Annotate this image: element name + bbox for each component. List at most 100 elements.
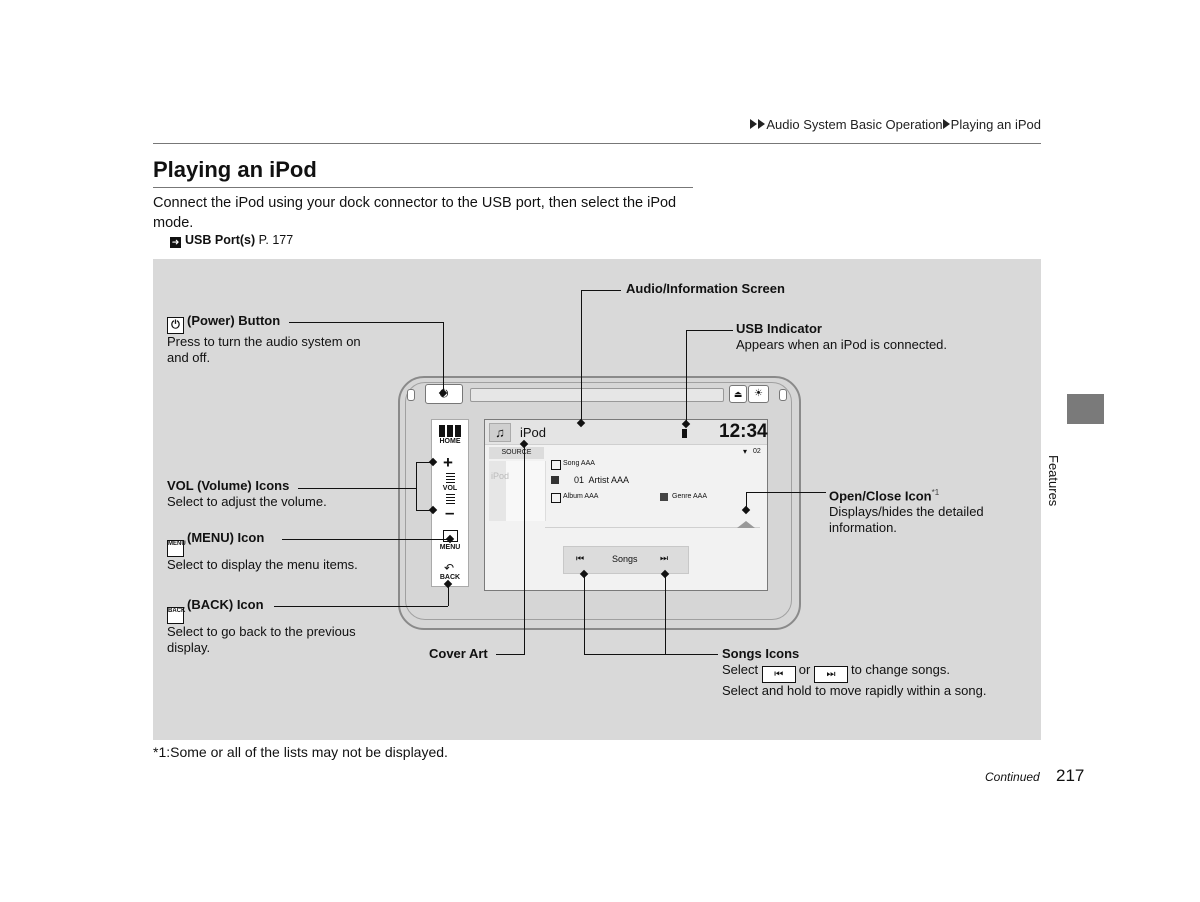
songs-desc-1a: Select (722, 662, 759, 677)
xref-label[interactable]: USB Port(s) (185, 233, 256, 247)
leader-line (282, 539, 450, 540)
next-song-icon[interactable]: ⏭ (660, 553, 669, 563)
music-note-icon: ♫ (489, 423, 511, 442)
song-icon (551, 460, 561, 470)
back-desc: Select to go back to the previous displa… (167, 624, 356, 655)
page-title: Playing an iPod (153, 157, 317, 182)
song-name: Song AAA (563, 460, 595, 467)
power-icon: ⏻ (167, 317, 184, 334)
eject-button[interactable]: ⏏ (729, 385, 747, 403)
screen-header: ♫ iPod 12:34 (485, 420, 768, 445)
side-panel: HOME + VOL – MENU ↶ BACK (431, 419, 469, 587)
vol-minus-icon[interactable]: – (445, 503, 455, 522)
left-screw-icon (407, 389, 415, 401)
breadcrumb-arrow-icon (758, 119, 766, 129)
leader-line (584, 574, 585, 655)
track-number: 02 (753, 448, 761, 455)
back-arrow-icon[interactable]: ↶ (444, 561, 455, 575)
back-box-icon: BACK (167, 607, 186, 624)
leader-line (289, 322, 443, 323)
continued-label: Continued (985, 770, 1040, 784)
breadcrumb-part1[interactable]: Audio System Basic Operation (766, 117, 943, 132)
open-close-sup: *1 (931, 488, 940, 497)
callout-cover-art: Cover Art (429, 646, 488, 662)
leader-line (443, 322, 444, 393)
leader-line (274, 606, 448, 607)
open-close-icon[interactable] (737, 521, 755, 528)
header-divider (153, 143, 1041, 144)
source-tab[interactable]: SOURCE (489, 447, 544, 459)
songs-title: Songs Icons (722, 646, 800, 661)
leader-line (496, 654, 525, 655)
leader-line (686, 330, 733, 331)
skip-back-icon: ⏮ (761, 666, 796, 683)
leader-line (448, 583, 449, 606)
genre-icon (660, 493, 668, 501)
breadcrumb-part2[interactable]: Playing an iPod (950, 117, 1041, 132)
breadcrumb-arrow-icon (942, 119, 950, 129)
skip-forward-icon: ⏭ (813, 666, 848, 683)
artist-icon (551, 476, 559, 484)
artist-line: 01 Artist AAA (574, 475, 630, 485)
vol-plus-icon[interactable]: + (443, 453, 453, 472)
songs-label: Songs (612, 554, 638, 564)
source-name: iPod (520, 425, 547, 440)
section-tab-label: Features (1046, 455, 1061, 507)
usb-desc: Appears when an iPod is connected. (736, 337, 948, 352)
vol-bars-icon (446, 473, 455, 483)
cover-art-label: iPod (491, 471, 510, 481)
leader-line (584, 654, 718, 655)
menu-desc: Select to display the menu items. (167, 557, 358, 572)
menu-label[interactable]: MENU (439, 544, 461, 551)
usb-title: USB Indicator (736, 321, 822, 336)
back-label[interactable]: BACK (439, 574, 461, 581)
genre-name: Genre AAA (672, 493, 708, 500)
callout-power: ⏻(Power) Button Press to turn the audio … (167, 313, 367, 366)
back-title: (BACK) Icon (187, 597, 264, 612)
menu-title: (MENU) Icon (187, 530, 265, 545)
back-icon-label: BACK (168, 608, 186, 614)
vol-desc: Select to adjust the volume. (167, 494, 327, 509)
songs-desc-1b: or (798, 662, 811, 677)
breadcrumb: Audio System Basic Operation Playing an i… (750, 117, 1041, 132)
home-label[interactable]: HOME (439, 438, 461, 445)
album-icon (551, 493, 561, 503)
footnote: *1:Some or all of the lists may not be d… (153, 744, 448, 760)
usb-indicator-icon (682, 429, 687, 438)
vol-title: VOL (Volume) Icons (167, 478, 290, 493)
power-desc: Press to turn the audio system on and of… (167, 334, 361, 365)
leader-line (298, 488, 416, 489)
audio-screen[interactable]: ♫ iPod 12:34 SOURCE iPod ▾ 02 Song AAA 0… (484, 419, 768, 591)
leader-line (524, 443, 525, 655)
cross-reference[interactable]: ➜ USB Port(s) P. 177 (170, 233, 293, 248)
head-unit-bezel (405, 382, 792, 620)
power-title: (Power) Button (187, 313, 281, 328)
speaker-icon: ▾ (743, 447, 748, 456)
clock: 12:34 (719, 421, 768, 442)
leader-line (416, 462, 417, 511)
prev-song-icon[interactable]: ⏮ (576, 553, 585, 563)
xref-arrow-icon: ➜ (170, 237, 181, 248)
intro-text: Connect the iPod using your dock connect… (153, 195, 677, 231)
right-screw-icon (779, 389, 787, 401)
leader-line (686, 330, 687, 423)
callout-open-close: Open/Close Icon*1 Displays/hides the det… (829, 485, 1029, 536)
leader-line (416, 510, 433, 511)
xref-page[interactable]: P. 177 (258, 233, 294, 247)
info-divider (545, 527, 760, 528)
brightness-button[interactable]: ☀ (748, 385, 769, 403)
cover-art-title: Cover Art (429, 646, 488, 661)
breadcrumb-arrow-icon (750, 119, 758, 129)
vol-label: VOL (442, 485, 458, 492)
home-grid-icon (439, 425, 461, 437)
leader-line (416, 462, 433, 463)
section-tab (1067, 394, 1104, 424)
leader-line (581, 290, 582, 423)
callout-vol: VOL (Volume) Icons Select to adjust the … (167, 478, 387, 510)
album-name: Album AAA (563, 493, 599, 500)
leader-line (665, 574, 666, 655)
vol-bars-icon (446, 494, 455, 504)
cover-art (489, 461, 546, 521)
leader-line (746, 492, 747, 510)
menu-icon-label: MENU (168, 541, 186, 547)
